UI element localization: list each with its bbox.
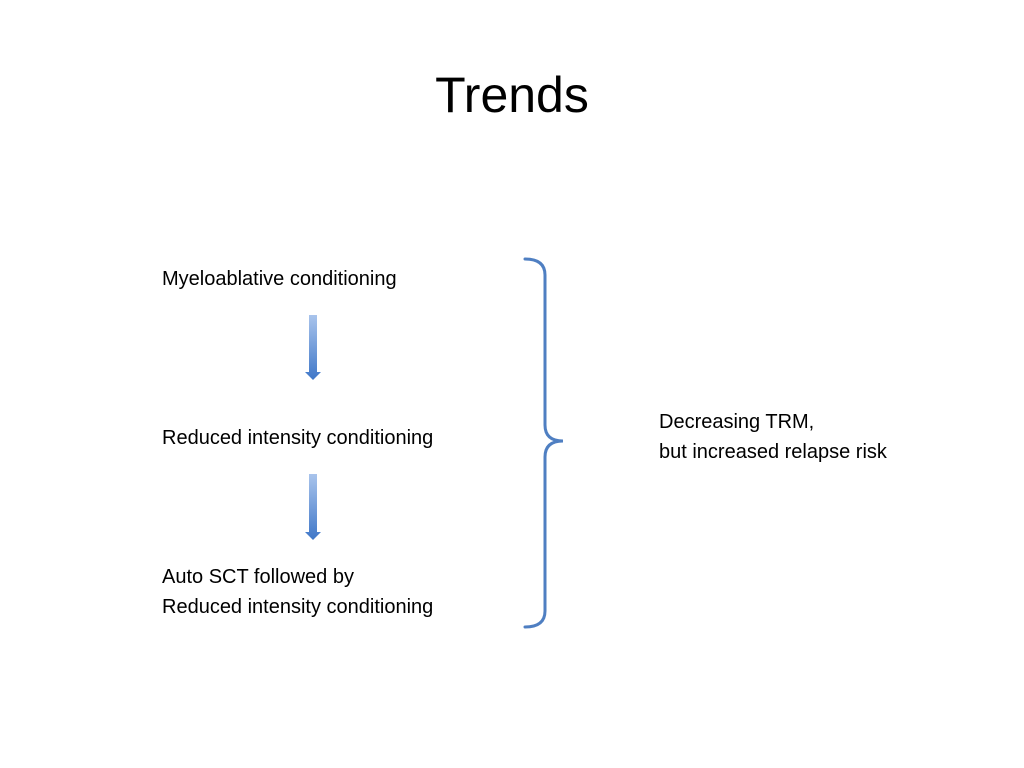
down-arrow-icon (305, 315, 321, 380)
result-text: Decreasing TRM, but increased relapse ri… (659, 407, 887, 467)
down-arrow-icon (305, 474, 321, 540)
step-myeloablative: Myeloablative conditioning (162, 264, 397, 294)
step-line: Auto SCT followed by (162, 566, 354, 588)
right-brace-icon (523, 257, 564, 629)
step-line: Reduced intensity conditioning (162, 427, 434, 449)
step-auto-sct: Auto SCT followed by Reduced intensity c… (162, 562, 433, 622)
step-line: Myeloablative conditioning (162, 268, 397, 290)
slide-title: Trends (435, 67, 589, 123)
result-line: Decreasing TRM, (659, 411, 815, 433)
step-reduced-intensity: Reduced intensity conditioning (162, 423, 433, 453)
step-line: Reduced intensity conditioning (162, 596, 434, 618)
result-line: but increased relapse risk (659, 441, 887, 463)
